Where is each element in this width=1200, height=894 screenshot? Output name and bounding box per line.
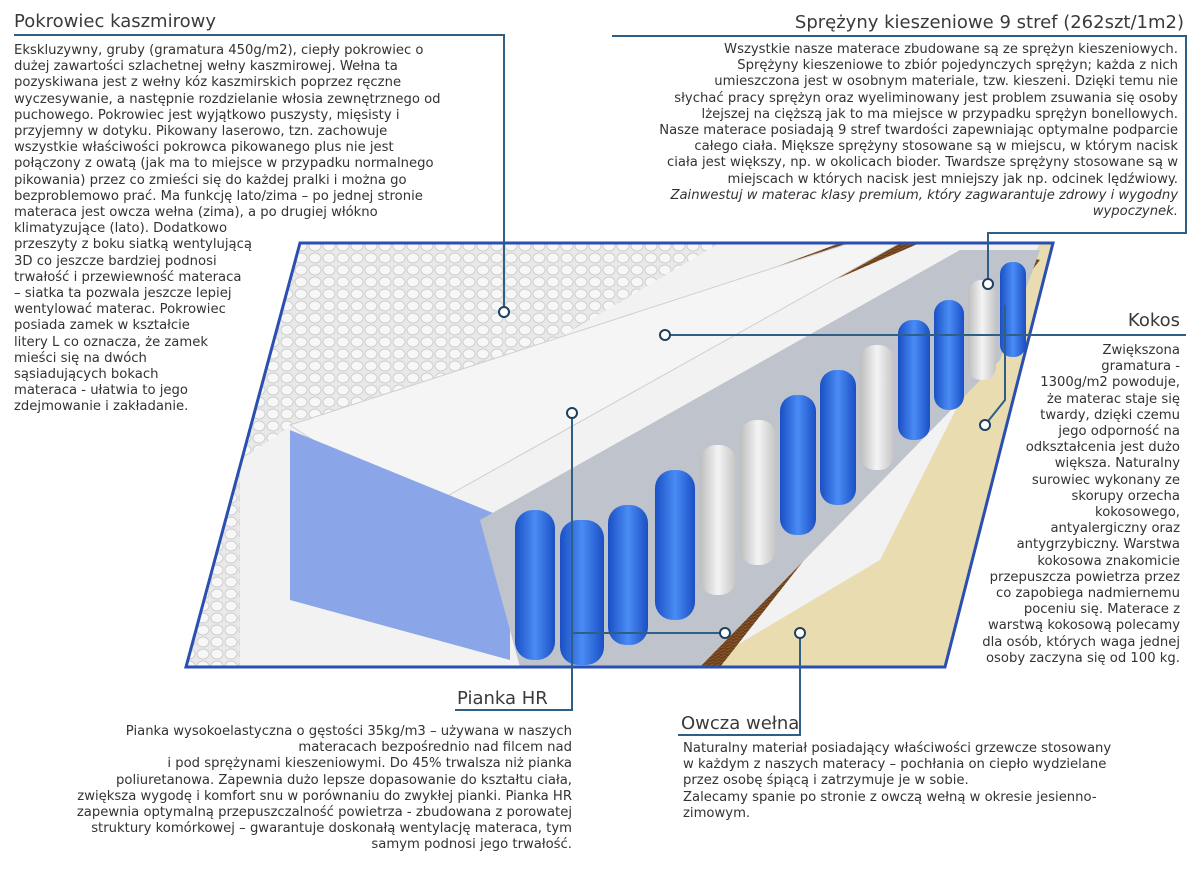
text-line: i pod sprężynami kieszeniowymi. Do 45% t… bbox=[167, 756, 572, 772]
text-line: Nasze materace posiadają 9 stref twardoś… bbox=[659, 123, 1178, 139]
text-line: zdejmowanie i zakładanie. bbox=[14, 399, 189, 415]
text-line: przeszyty z boku siatką wentylującą bbox=[14, 237, 252, 253]
springs-title: Sprężyny kieszeniowe 9 stref (262szt/1m2… bbox=[794, 12, 1184, 33]
text-line: antyalergiczny oraz bbox=[1050, 521, 1180, 537]
text-line: większa. Naturalny bbox=[1054, 456, 1180, 472]
text-line: Naturalny materiał posiadający właściwoś… bbox=[683, 741, 1112, 756]
text-line: poceniu się. Materace z bbox=[1023, 602, 1180, 618]
text-line: połączony z owatą (jak ma to miejsce w p… bbox=[14, 156, 434, 172]
pocket-springs bbox=[515, 262, 1026, 665]
text-line: wentylować materac. Pokrowiec bbox=[14, 302, 226, 318]
coir-title: Kokos bbox=[1127, 310, 1180, 331]
text-line: że materac staje się bbox=[1046, 391, 1180, 407]
mattress-cross-section bbox=[186, 243, 1053, 667]
quilted-cover bbox=[186, 243, 720, 667]
text-line: bezproblemowo prać. Ma funkcję lato/zima… bbox=[14, 188, 423, 204]
text-line: kokosowa znakomicie bbox=[1037, 553, 1180, 569]
text-line: pozyskiwana jest z wełny kóz kaszmirskic… bbox=[14, 75, 402, 91]
cover-title: Pokrowiec kaszmirowy bbox=[14, 11, 216, 32]
wool-layer bbox=[700, 243, 1053, 667]
springs-description: Wszystkie nasze materace zbudowane są ze… bbox=[659, 42, 1178, 220]
text-line: surowiec wykonany ze bbox=[1031, 472, 1180, 488]
hr-foam-side bbox=[290, 430, 510, 660]
text-line: poliuretanowa. Zapewnia dużo lepsze dopa… bbox=[116, 772, 572, 788]
text-line: miejscach w których nacisk jest mniejszy… bbox=[727, 171, 1179, 187]
text-line: antygrzybiczny. Warstwa bbox=[1016, 537, 1180, 553]
text-line: wypoczynek. bbox=[1092, 204, 1178, 220]
foam-title: Pianka HR bbox=[457, 688, 548, 709]
illustration-frame bbox=[184, 241, 1055, 669]
text-line: w każdym z naszych materacy – pochłania … bbox=[683, 757, 1107, 773]
text-line: wszystkie właściwości pokrowca pikowaneg… bbox=[14, 140, 394, 156]
text-line: umieszczona jest w osobnym materiale, tz… bbox=[714, 74, 1178, 90]
text-line: 1300g/m2 powoduje, bbox=[1040, 375, 1180, 391]
leader-lines bbox=[14, 34, 1187, 736]
text-line: zwiększa wygodę i komfort snu w porównan… bbox=[77, 788, 572, 804]
text-line: Wszystkie nasze materace zbudowane są ze… bbox=[724, 42, 1178, 57]
text-line: dużej zawartości szlachetnej wełny kaszm… bbox=[14, 59, 398, 75]
text-line: przepuszcza powietrza przez bbox=[989, 569, 1180, 585]
text-line: puchowego. Pokrowiec jest wyjątkowo pusz… bbox=[14, 107, 400, 123]
text-line: lżejszej na cięższą jak to ma miejsce w … bbox=[701, 106, 1178, 122]
text-line: 3D co jeszcze bardziej podnosi bbox=[14, 253, 217, 269]
cover-description: Ekskluzywny, gruby (gramatura 450g/m2), … bbox=[14, 43, 441, 416]
text-line: trwałość i przewiewność materaca bbox=[14, 269, 242, 285]
text-line: przez osobę śpiącą i zatrzymuje je w sob… bbox=[683, 773, 969, 789]
text-line: materaca jest owcza wełna (zima), a po d… bbox=[14, 205, 378, 221]
text-line: samym podnosi jego trwałość. bbox=[371, 837, 572, 853]
text-line: zapewnia optymalną przepuszczalność powi… bbox=[76, 805, 572, 821]
text-line: słychać pracy sprężyn oraz wyeliminowany… bbox=[674, 90, 1178, 106]
text-line: Zalecamy spanie po stronie z owczą wełną… bbox=[683, 789, 1097, 805]
text-line: co zapobiega nadmiernemu bbox=[995, 586, 1180, 602]
text-line: litery L co oznacza, że zamek bbox=[14, 334, 208, 350]
text-line: Pianka wysokoelastyczna o gęstości 35kg/… bbox=[125, 724, 572, 739]
text-line: zimowym. bbox=[683, 805, 751, 821]
foam-description: Pianka wysokoelastyczna o gęstości 35kg/… bbox=[77, 724, 572, 854]
text-line: – siatka ta pozwala jeszcze lepiej bbox=[14, 286, 232, 302]
text-line: jego odporność na bbox=[1058, 424, 1180, 440]
text-line: posiada zamek w kształcie bbox=[14, 318, 190, 334]
text-line: ciała jest większy, np. w okolicach biod… bbox=[666, 155, 1178, 171]
text-line: Zainwestuj w materac klasy premium, któr… bbox=[670, 187, 1178, 203]
text-line: przyjemny w dotyku. Pikowany laserowo, t… bbox=[14, 124, 388, 140]
text-line: struktury komórkowej – gwarantuje doskon… bbox=[91, 821, 572, 837]
text-line: sąsiadujących bokach bbox=[14, 367, 159, 383]
wool-description: Naturalny materiał posiadający właściwoś… bbox=[683, 741, 1111, 822]
text-line: całego ciała. Miększe sprężyny stosowane… bbox=[694, 139, 1178, 155]
wool-title: Owcza wełna bbox=[681, 713, 800, 734]
text-line: gramatura - bbox=[1101, 359, 1180, 375]
text-line: pikowania) przez co zmieści się do każde… bbox=[14, 172, 407, 188]
text-line: materaca - ułatwia to jego bbox=[14, 383, 188, 399]
text-line: klimatyzujące (lato). Dodatkowo bbox=[14, 221, 228, 237]
text-line: dla osób, których waga jednej bbox=[982, 634, 1180, 650]
text-line: osoby zaczyna się od 100 kg. bbox=[985, 650, 1180, 666]
text-line: Ekskluzywny, gruby (gramatura 450g/m2), … bbox=[14, 43, 424, 58]
text-line: twardy, dzięki czemu bbox=[1040, 407, 1180, 423]
text-line: kokosowego, bbox=[1095, 505, 1180, 521]
text-line: skorupy orzecha bbox=[1071, 488, 1180, 504]
text-line: wyczesywanie, a następnie rozdzielanie w… bbox=[14, 91, 441, 107]
text-line: mieści się na dwóch bbox=[14, 350, 147, 366]
leader-markers bbox=[498, 278, 994, 639]
text-line: materacach bezpośrednio nad filcem nad bbox=[298, 740, 572, 756]
text-line: odkształcenia jest dużo bbox=[1025, 440, 1180, 456]
text-line: Zwiększona bbox=[1102, 343, 1180, 358]
text-line: warstwą kokosową polecamy bbox=[987, 618, 1180, 634]
text-line: Sprężyny kieszeniowe to zbiór pojedynczy… bbox=[737, 58, 1178, 74]
cover-side-mesh bbox=[186, 430, 240, 667]
